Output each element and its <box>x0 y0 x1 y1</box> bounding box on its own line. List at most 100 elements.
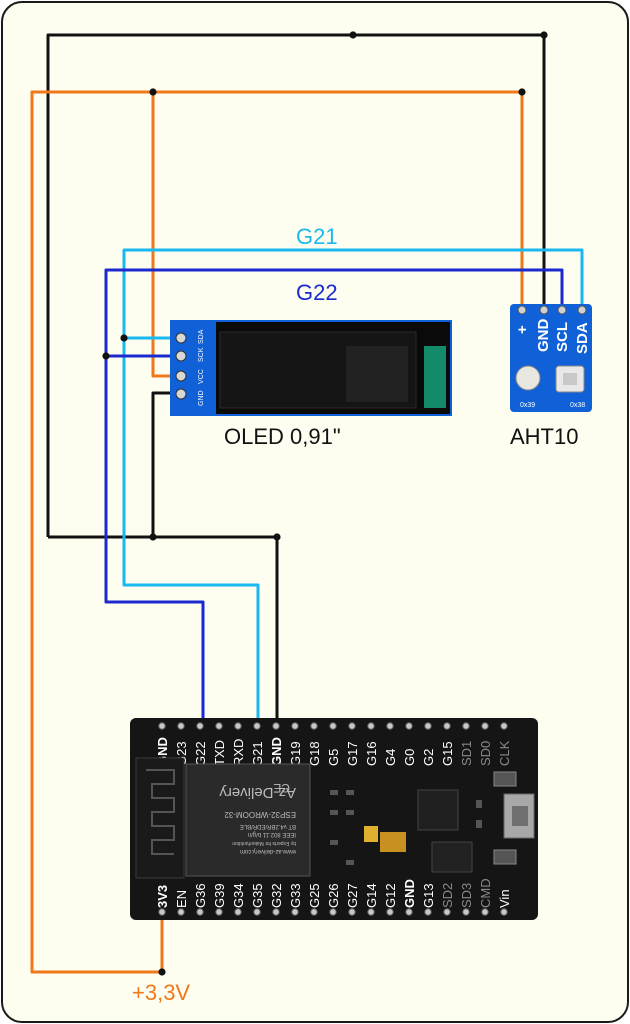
module-bt: BT v4.2BR/EDR/BLE <box>240 823 296 829</box>
top-header-pin <box>196 722 204 730</box>
bottom-pin-label: G33 <box>288 883 303 908</box>
bottom-header-pin <box>253 908 261 916</box>
aht10-round-part <box>515 365 541 391</box>
aht10-pin-pads <box>517 305 587 315</box>
bottom-pin-label: Vin <box>497 889 512 908</box>
oled-active-area <box>346 346 408 402</box>
top-header-pin <box>462 722 470 730</box>
bottom-pin-label: G36 <box>193 883 208 908</box>
junction-dots-vcc <box>149 88 526 976</box>
aht10-addr-left: 0x39 <box>520 402 535 409</box>
bottom-header-pin <box>310 908 318 916</box>
bottom-header-pin <box>462 908 470 916</box>
esp32-bottom-headers <box>158 908 508 916</box>
top-header-pin <box>500 722 508 730</box>
label-supply: +3,3V <box>132 980 190 1005</box>
bottom-header-pin <box>500 908 508 916</box>
top-header-pin <box>158 722 166 730</box>
capacitor-small <box>364 826 378 842</box>
esp32-module-shield <box>185 763 311 877</box>
bottom-header-pin <box>196 908 204 916</box>
top-header-pin <box>367 722 375 730</box>
top-header-pin <box>215 722 223 730</box>
module-brand: Az-Delivery <box>219 784 296 801</box>
esp32-antenna <box>135 757 185 879</box>
bottom-header-pin <box>424 908 432 916</box>
bottom-pin-label: G34 <box>231 883 246 908</box>
top-pin-label: G18 <box>307 741 322 766</box>
aht10-sensor-window <box>563 373 577 385</box>
top-header-pin <box>310 722 318 730</box>
aht10-module: + GND SCL SDA 0x39 0x38 <box>510 304 592 412</box>
top-header-pin <box>481 722 489 730</box>
smd-parts <box>330 790 482 865</box>
top-header-pin <box>329 722 337 730</box>
regulator <box>431 841 473 873</box>
oled-pin-gnd: GND <box>198 390 205 406</box>
bottom-pin-label: G39 <box>212 883 227 908</box>
top-header-pin <box>253 722 261 730</box>
usb-connector-slot <box>512 806 528 826</box>
antenna-trace <box>146 769 175 855</box>
top-header-pin <box>424 722 432 730</box>
button-en <box>493 849 517 865</box>
bottom-header-pin <box>386 908 394 916</box>
bottom-pin-label: SD3 <box>459 883 474 908</box>
aht10-addr-right: 0x38 <box>570 402 585 409</box>
ce-mark-icon: CE <box>273 781 290 795</box>
bottom-pin-label: G35 <box>250 883 265 908</box>
usb-uart-chip <box>417 789 459 831</box>
aht10-pin-sda: SDA <box>574 322 591 354</box>
bottom-pin-label: G13 <box>421 883 436 908</box>
top-pin-label: G15 <box>440 741 455 766</box>
aht10-pin-gnd: GND <box>535 319 552 353</box>
label-g22: G22 <box>296 280 338 305</box>
bottom-header-pin <box>481 908 489 916</box>
top-pin-label: CLK <box>497 740 512 766</box>
aht10-title: AHT10 <box>510 424 578 449</box>
top-pin-label: G22 <box>193 741 208 766</box>
top-pin-label: G21 <box>250 741 265 766</box>
bottom-pin-label: G14 <box>364 883 379 908</box>
bottom-header-pin <box>272 908 280 916</box>
top-header-pin <box>443 722 451 730</box>
bottom-header-pin <box>348 908 356 916</box>
top-header-pin <box>177 722 185 730</box>
top-pin-label: G5 <box>326 749 341 766</box>
aht10-pin-scl: SCL <box>554 322 571 352</box>
bottom-pin-label: 3V3 <box>155 885 170 908</box>
bottom-header-pin <box>405 908 413 916</box>
wire-g21 <box>122 248 584 720</box>
top-header-pin <box>348 722 356 730</box>
bottom-pin-label: G32 <box>269 883 284 908</box>
top-pin-label: TXD <box>212 740 227 766</box>
oled-pin-sck: SCK <box>198 347 205 362</box>
top-pin-label: SD1 <box>459 741 474 766</box>
bottom-header-pin <box>234 908 242 916</box>
top-pin-label: G0 <box>402 749 417 766</box>
module-tag: by Experts for Makerfunktion <box>232 840 296 846</box>
top-pin-label: G16 <box>364 741 379 766</box>
bottom-header-pin <box>367 908 375 916</box>
oled-module: GND VCC SCK SDA <box>170 320 452 416</box>
bottom-header-pin <box>329 908 337 916</box>
esp32-top-headers <box>158 722 508 730</box>
bottom-pin-label: EN <box>174 890 189 908</box>
bottom-pin-label: SD2 <box>440 883 455 908</box>
module-model: ESP32-WROOM-32 <box>224 810 296 819</box>
bottom-pin-label: G12 <box>383 883 398 908</box>
top-pin-label: GND <box>269 737 284 766</box>
bottom-header-pin <box>215 908 223 916</box>
top-header-pin <box>272 722 280 730</box>
bottom-pin-label: G25 <box>307 883 322 908</box>
oled-pin-pads <box>175 332 187 400</box>
capacitor-tantalum <box>380 832 406 852</box>
bottom-pin-label: GND <box>402 879 417 908</box>
top-header-pin <box>405 722 413 730</box>
top-header-pin <box>386 722 394 730</box>
module-ieee: IEEE 802.11 b/g/n <box>248 831 296 837</box>
oled-pin-sda: SDA <box>198 329 205 344</box>
